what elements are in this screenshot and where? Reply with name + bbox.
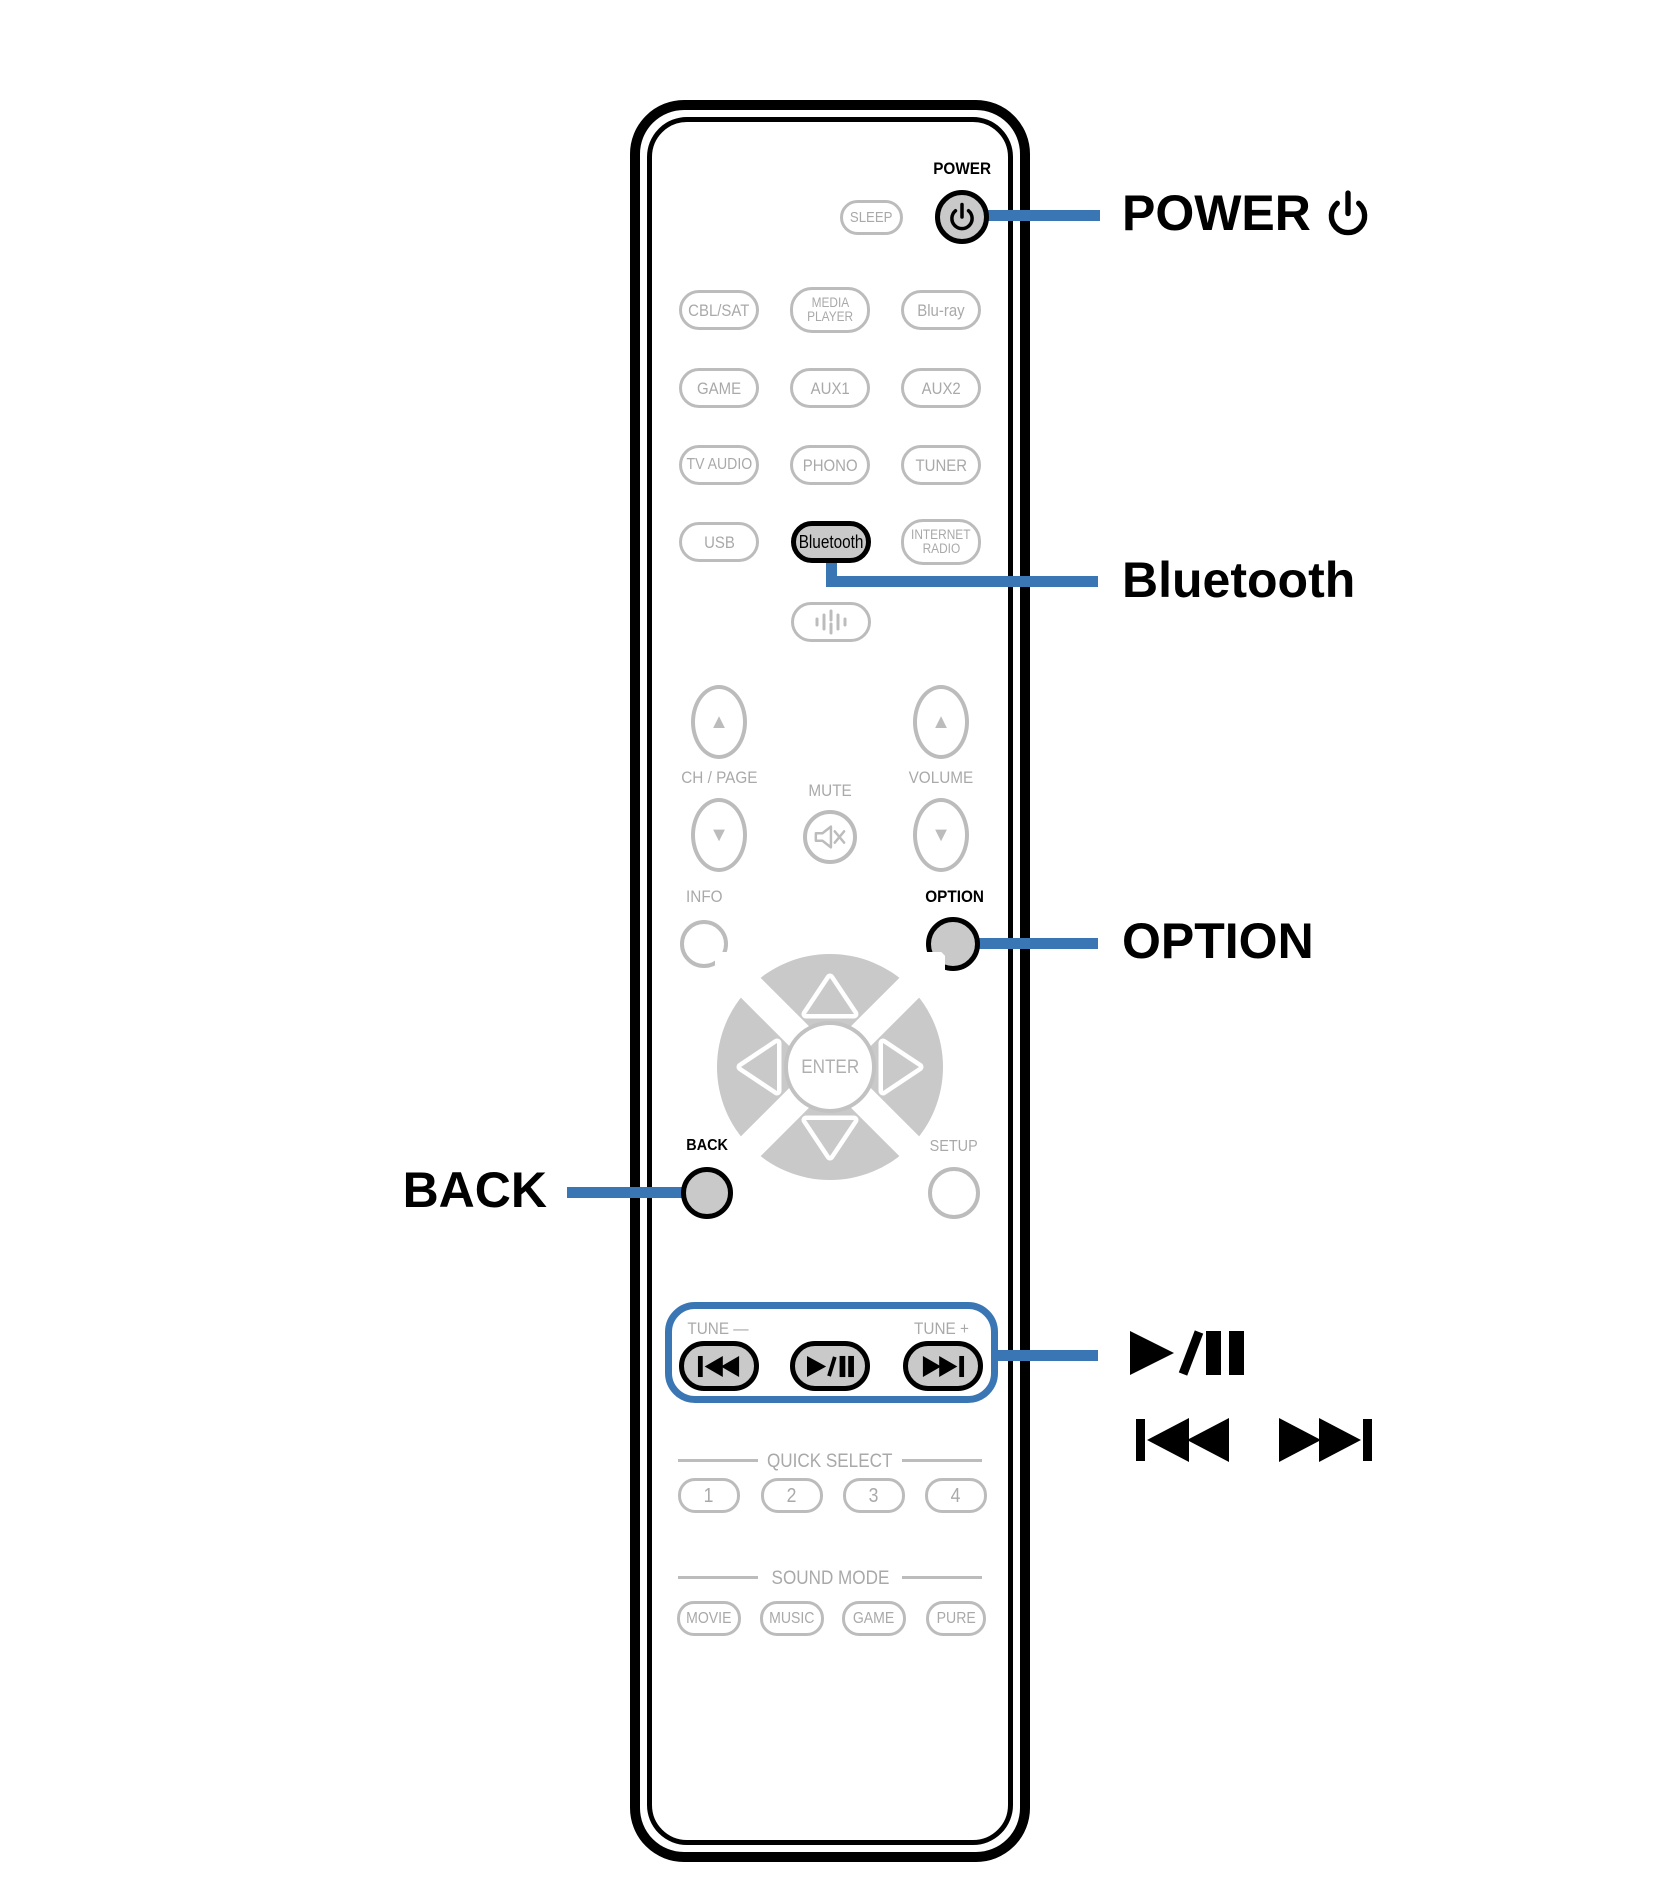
sound-mode-label: SOUND MODE xyxy=(771,1568,889,1589)
mute-button[interactable] xyxy=(803,810,857,864)
power-icon xyxy=(948,202,976,232)
sound-mode-movie-button[interactable]: MOVIE xyxy=(677,1601,741,1636)
setup-label: SETUP xyxy=(929,1138,979,1155)
bluetooth-callout-line-vertical xyxy=(826,556,837,587)
play-pause-callout xyxy=(1128,1330,1246,1376)
cursor-left-icon[interactable] xyxy=(736,1038,782,1096)
back-callout-line xyxy=(567,1187,693,1198)
play-pause-icon xyxy=(805,1355,855,1378)
bluetooth-callout: Bluetooth xyxy=(1122,553,1355,608)
skip-back-button[interactable] xyxy=(679,1341,759,1391)
skip-back-skip-forward-icon xyxy=(1128,1417,1380,1463)
down-triangle-icon: ▼ xyxy=(931,823,951,846)
power-icon xyxy=(1325,189,1371,238)
volume-label: VOLUME xyxy=(908,768,974,787)
skip-forward-icon xyxy=(921,1355,965,1378)
skip-back-icon xyxy=(697,1355,741,1378)
channel-down-button[interactable]: ▼ xyxy=(691,798,747,872)
quick-select-line-right xyxy=(902,1459,982,1462)
source-tv-audio-button[interactable]: TV AUDIO xyxy=(679,445,759,485)
quick-select-2-button[interactable]: 2 xyxy=(761,1478,823,1513)
quick-select-label: QUICK SELECT xyxy=(767,1451,893,1472)
source-bluetooth-button[interactable]: Bluetooth xyxy=(791,521,871,563)
up-triangle-icon: ▲ xyxy=(931,710,951,733)
option-button-label: OPTION xyxy=(925,887,985,906)
source-phono-button[interactable]: PHONO xyxy=(790,445,870,485)
tune-plus-label: TUNE + xyxy=(913,1319,969,1338)
down-triangle-icon: ▼ xyxy=(709,823,729,846)
option-callout: OPTION xyxy=(1122,914,1314,969)
info-label: INFO xyxy=(685,887,723,906)
sleep-button[interactable]: SLEEP xyxy=(840,200,903,235)
play-pause-button[interactable] xyxy=(790,1341,870,1391)
channel-up-button[interactable]: ▲ xyxy=(691,685,747,759)
option-callout-line xyxy=(975,938,1098,949)
source-blu-ray-button[interactable]: Blu-ray xyxy=(901,290,981,330)
transport-highlight-box xyxy=(665,1302,998,1403)
source-usb-button[interactable]: USB xyxy=(679,522,759,562)
setup-button[interactable] xyxy=(928,1167,980,1219)
equalizer-icon xyxy=(810,609,852,635)
skip-callout xyxy=(1128,1417,1380,1463)
source-game-button[interactable]: GAME xyxy=(679,368,759,408)
bluetooth-callout-text: Bluetooth xyxy=(1122,552,1356,608)
audio-eq-button[interactable] xyxy=(791,602,871,642)
enter-label: ENTER xyxy=(801,1056,859,1078)
quick-select-4-button[interactable]: 4 xyxy=(925,1478,987,1513)
back-button[interactable] xyxy=(681,1167,733,1219)
sound-mode-pure-button[interactable]: PURE xyxy=(926,1601,986,1636)
quick-select-line-left xyxy=(678,1459,758,1462)
play-pause-icon xyxy=(1128,1330,1246,1376)
option-callout-text: OPTION xyxy=(1122,913,1314,969)
enter-button[interactable]: ENTER xyxy=(784,1021,876,1113)
mute-label: MUTE xyxy=(808,781,852,800)
tune-minus-label: TUNE — xyxy=(687,1319,749,1338)
sound-mode-line-right xyxy=(902,1576,982,1579)
back-button-label: BACK xyxy=(686,1137,728,1154)
quick-select-1-button[interactable]: 1 xyxy=(678,1478,740,1513)
cursor-right-icon[interactable] xyxy=(878,1038,924,1096)
up-triangle-icon: ▲ xyxy=(709,710,729,733)
power-callout-line xyxy=(988,210,1100,221)
sound-mode-music-button[interactable]: MUSIC xyxy=(760,1601,824,1636)
skip-forward-button[interactable] xyxy=(903,1341,983,1391)
source-aux1-button[interactable]: AUX1 xyxy=(790,368,870,408)
cursor-down-icon[interactable] xyxy=(801,1115,859,1161)
quick-select-3-button[interactable]: 3 xyxy=(843,1478,905,1513)
source-cbl-sat-button[interactable]: CBL/SAT xyxy=(679,290,759,330)
mute-speaker-icon xyxy=(813,823,847,851)
cursor-up-icon[interactable] xyxy=(801,973,859,1019)
bluetooth-callout-line xyxy=(826,576,1098,587)
ch-page-label: CH / PAGE xyxy=(680,768,758,787)
volume-down-button[interactable]: ▼ xyxy=(913,798,969,872)
volume-up-button[interactable]: ▲ xyxy=(913,685,969,759)
sound-mode-game-button[interactable]: GAME xyxy=(842,1601,906,1636)
power-button-label: POWER xyxy=(933,159,991,178)
back-callout-text: BACK xyxy=(402,1162,547,1218)
sound-mode-line-left xyxy=(678,1576,758,1579)
transport-callout-line xyxy=(993,1350,1098,1361)
back-callout: BACK xyxy=(403,1163,547,1218)
source-aux2-button[interactable]: AUX2 xyxy=(901,368,981,408)
power-button[interactable] xyxy=(935,190,989,244)
source-tuner-button[interactable]: TUNER xyxy=(901,445,981,485)
power-callout-text: POWER xyxy=(1122,185,1311,241)
power-callout: POWER xyxy=(1122,186,1371,241)
